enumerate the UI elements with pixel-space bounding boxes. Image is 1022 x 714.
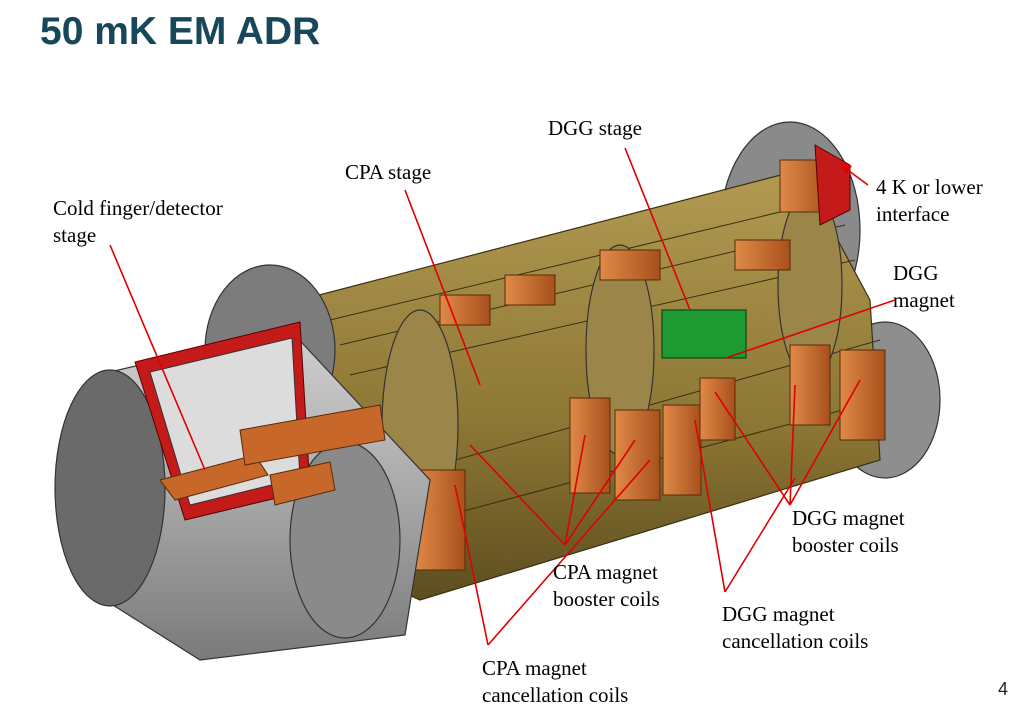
upper-coil-b: [734, 239, 791, 271]
leader-dgg-booster-1: [714, 391, 791, 506]
leader-cold-finger: [109, 244, 206, 471]
label-cold-finger-line2: stage: [53, 223, 97, 247]
label-dgg-booster-coils: DGG magnet booster coils: [792, 505, 905, 559]
cold-finger: [159, 404, 386, 506]
4k-interface-section: [814, 144, 851, 226]
label-cpa-cancellation-coils: CPA magnet cancellation coils: [482, 655, 628, 709]
leader-dgg-cancel-2: [724, 477, 796, 593]
label-dgg-magnet: DGG magnet: [893, 260, 955, 314]
slide-title: 50 mK EM ADR: [40, 10, 321, 53]
label-cold-finger: Cold finger/detector stage: [53, 195, 223, 249]
label-dgg-magnet-line2: magnet: [893, 288, 955, 312]
label-cold-finger-line1: Cold finger/detector: [53, 196, 223, 220]
leader-arrowhead: [840, 163, 852, 175]
label-cpa-cancel-line1: CPA magnet: [482, 656, 587, 680]
leader-cpa-booster-2: [564, 434, 586, 546]
leader-cpa-booster-1: [469, 444, 566, 546]
label-dgg-magnet-line1: DGG: [893, 261, 939, 285]
label-dgg-cancel-line2: cancellation coils: [722, 629, 869, 653]
label-cpa-stage: CPA stage: [345, 160, 432, 184]
upper-coil-a: [599, 249, 661, 281]
label-dgg-booster-line1: DGG magnet: [792, 506, 905, 530]
cpa-booster-coil-left: [569, 397, 611, 494]
leader-dgg-cancel-1: [694, 419, 726, 593]
label-4k-interface-line1: 4 K or lower: [876, 175, 983, 199]
label-cpa-booster-line2: booster coils: [553, 587, 660, 611]
leader-dgg-stage: [624, 147, 691, 311]
label-4k-interface: 4 K or lower interface: [876, 174, 983, 228]
leader-cpa-cancel-2: [487, 459, 651, 646]
label-cpa-cancel-line2: cancellation coils: [482, 683, 629, 707]
label-dgg-cancel-line1: DGG magnet: [722, 602, 835, 626]
label-dgg-stage: DGG stage: [548, 116, 642, 140]
label-cpa-booster-coils: CPA magnet booster coils: [553, 559, 660, 613]
cpa-booster-coil-right: [614, 409, 661, 501]
dgg-cancellation-coil: [662, 404, 702, 496]
leader-cpa-booster-3: [564, 439, 636, 546]
leader-dgg-magnet: [725, 299, 896, 359]
dgg-booster-coil-right: [789, 344, 831, 426]
page-number: 4: [997, 679, 1008, 699]
front-cylinder: [54, 264, 431, 661]
label-dgg-cancellation-coils: DGG magnet cancellation coils: [722, 601, 868, 655]
leader-cpa-stage: [404, 189, 481, 386]
upper-coil-d: [439, 294, 491, 326]
dgg-stage-block: [661, 309, 747, 359]
leader-dgg-booster-3: [789, 379, 861, 506]
label-4k-interface-line2: interface: [876, 202, 950, 226]
label-cpa-booster-line1: CPA magnet: [553, 560, 658, 584]
dgg-booster-coil-left: [699, 377, 736, 441]
dgg-booster-coil-end: [839, 349, 886, 441]
leader-cpa-cancel-1: [454, 484, 489, 646]
label-dgg-booster-line2: booster coils: [792, 533, 899, 557]
leader-4k-interface: [844, 167, 869, 186]
upper-coil-e: [504, 274, 556, 306]
leader-lines: [109, 147, 896, 646]
